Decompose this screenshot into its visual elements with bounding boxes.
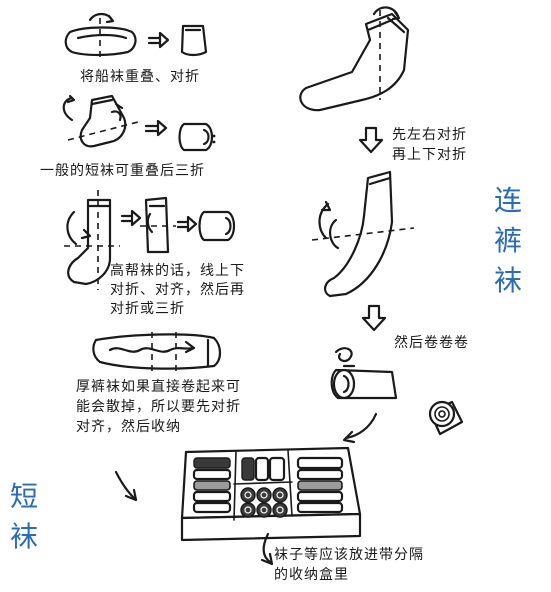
high-top-caption-line-3: 对折或三折 <box>110 301 185 317</box>
boat-sock-illustration <box>64 12 137 62</box>
high-top-caption-line-2: 对折、对齐，然后再 <box>110 282 245 298</box>
tights-illustration <box>299 6 410 112</box>
thick-sock-caption-line-3: 对齐，然后收纳 <box>76 419 181 435</box>
right-arrow-icon <box>120 209 142 227</box>
high-top-caption-line-1: 高帮袜的话，线上下 <box>110 263 245 279</box>
high-top-sock-illustration <box>64 190 120 290</box>
short-sock-caption: 一般的短袜可重叠后三折 <box>40 163 205 179</box>
short-socks-label-char-2: 袜 <box>10 520 39 553</box>
thick-sock-illustration <box>92 332 222 372</box>
folded-boat-sock <box>180 24 208 57</box>
storage-box <box>180 446 362 542</box>
boat-sock-caption: 将船袜重叠、对折 <box>80 69 200 85</box>
tights-label-char-1: 连 <box>494 184 523 217</box>
right-arrow-icon <box>176 215 198 233</box>
folded-high-top-sock <box>140 196 176 254</box>
right-arrow-icon <box>144 119 168 137</box>
curved-arrow-icon <box>260 532 274 566</box>
tights-label-char-2: 裤 <box>494 224 523 257</box>
tights-fold-caption-line-2: 再上下对折 <box>392 147 467 163</box>
tights-fold-caption-line-1: 先左右对折 <box>392 127 467 143</box>
right-arrow-icon <box>147 31 170 49</box>
rolled-tights <box>428 400 464 436</box>
storage-caption-line-2: 的收纳盒里 <box>274 567 349 583</box>
rolling-tights <box>330 347 398 400</box>
short-socks-label-char-1: 短 <box>10 480 39 513</box>
tights-folded-once <box>311 170 415 298</box>
down-arrow-icon <box>358 126 384 154</box>
thick-sock-caption-line-2: 能会散掉，所以要先对折 <box>76 399 241 415</box>
roll-caption: 然后卷卷卷 <box>394 335 469 351</box>
down-arrow-icon <box>361 304 387 332</box>
curved-arrow-icon <box>342 412 378 444</box>
curved-arrow-icon <box>114 470 138 502</box>
tights-label-char-3: 袜 <box>494 264 523 297</box>
storage-caption-line-1: 袜子等应该放进带分隔 <box>274 547 424 563</box>
rolled-short-sock <box>178 122 216 152</box>
short-sock-illustration <box>62 94 139 148</box>
rolled-high-top-sock <box>198 210 236 242</box>
thick-sock-caption-line-1: 厚裤袜如果直接卷起来可 <box>76 379 241 395</box>
